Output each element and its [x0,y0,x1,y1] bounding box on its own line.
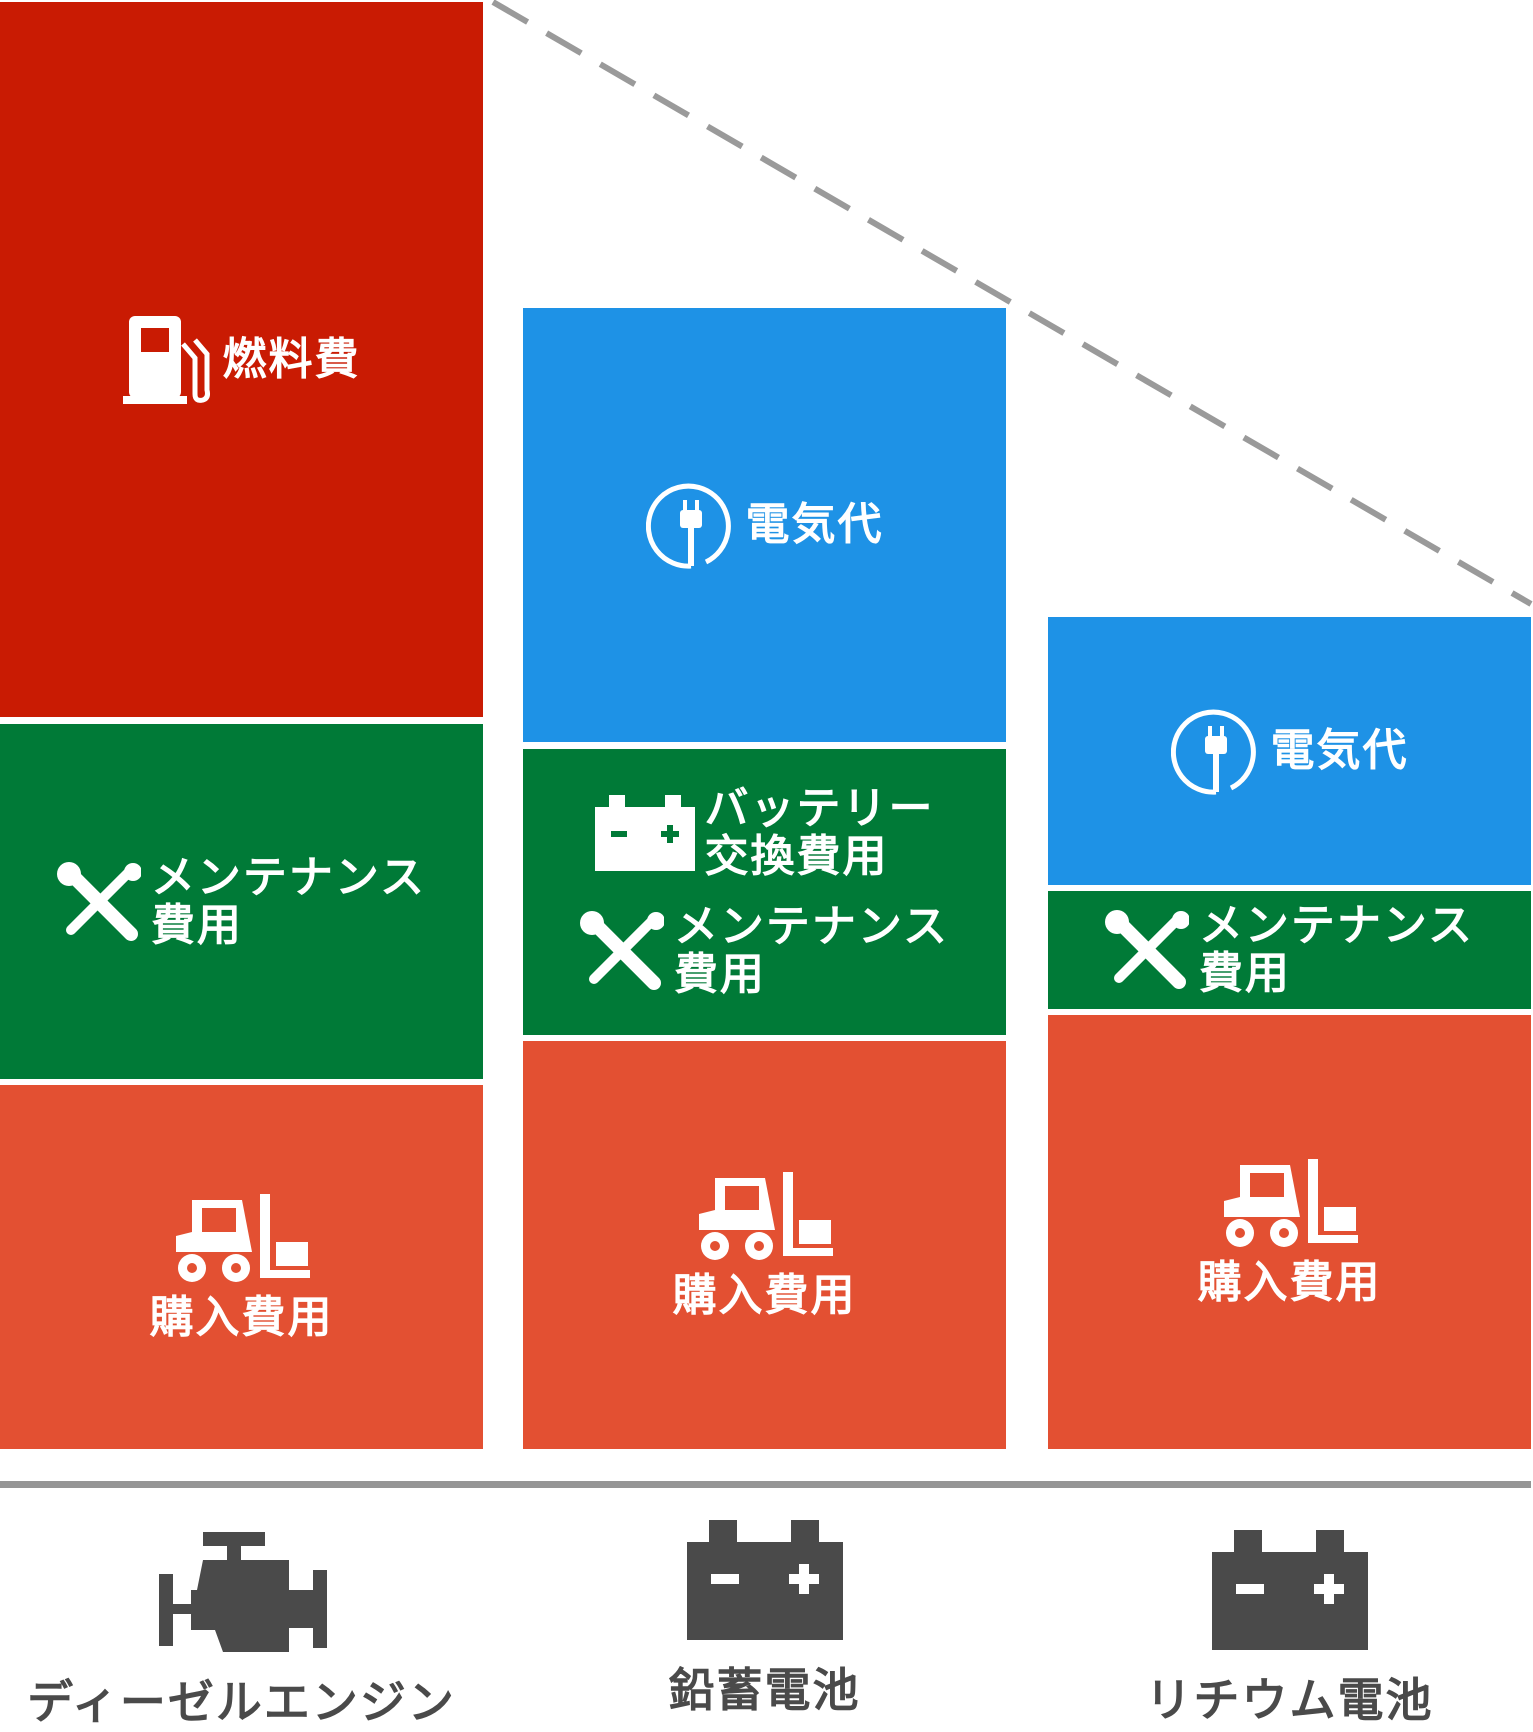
forklift-icon [175,1194,310,1282]
engine-icon [158,1532,327,1652]
category-label: 鉛蓄電池 [668,1663,861,1717]
category-label: リチウム電池 [1145,1673,1434,1727]
tools-icon [56,861,141,941]
maintenance-label-line2: 費用 [1198,948,1291,999]
category-lithium: リチウム電池 [1048,1520,1531,1730]
maintenance-label-line2: 費用 [150,899,243,951]
electricity-cost-label: 電気代 [745,499,884,550]
purchase-cost-label: 購入費用 [1197,1257,1382,1308]
purchase-cost-block: 購入費用 [523,1041,1006,1449]
maintenance-cost-block: メンテナンス費用 [1048,891,1531,1009]
fuel-cost-block: 燃料費 [0,2,483,717]
purchase-cost-block: 購入費用 [0,1085,483,1449]
plug-icon [1170,709,1256,795]
forklift-icon [698,1172,833,1260]
maintenance-label-line1: メンテナンス [1198,900,1475,951]
battery-icon [594,795,695,871]
maintenance-cost-block: メンテナンス費用 [0,724,483,1079]
forklift-icon [1223,1159,1358,1247]
plug-icon [645,483,731,569]
electricity-cost-label: 電気代 [1270,725,1409,776]
maintenance-label-line2: 費用 [673,949,766,1000]
electricity-cost-block: 電気代 [1048,617,1531,885]
trend-dashed-line [491,0,1533,607]
tools-icon [579,911,664,990]
battery-replacement-label-line2: 交換費用 [704,831,889,882]
purchase-cost-block: 購入費用 [1048,1015,1531,1449]
battery-replacement-label-line1: バッテリー [704,783,935,834]
fuel-cost-label: 燃料費 [222,333,361,385]
battery-and-maintenance-block: バッテリー交換費用 メンテナンス費用 [523,749,1006,1035]
baseline-axis [0,1481,1531,1488]
category-lead-acid: 鉛蓄電池 [523,1520,1006,1720]
battery-icon [1211,1530,1368,1650]
purchase-cost-label: 購入費用 [149,1292,334,1343]
battery-icon [686,1520,843,1640]
purchase-cost-label: 購入費用 [672,1270,857,1321]
electricity-cost-block: 電気代 [523,308,1006,742]
category-diesel: ディーゼルエンジン [0,1520,483,1732]
fuel-pump-icon [122,315,210,404]
maintenance-label-line1: メンテナンス [673,901,950,952]
maintenance-label-line1: メンテナンス [150,851,427,903]
tools-icon [1104,910,1189,989]
category-label: ディーゼルエンジン [27,1675,456,1729]
